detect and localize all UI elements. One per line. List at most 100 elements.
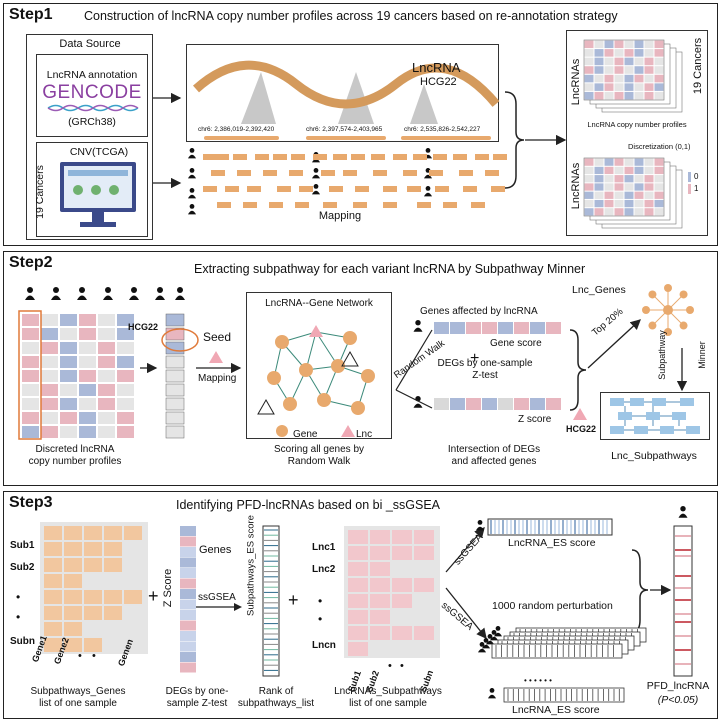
plus-step3-a: + xyxy=(148,586,159,606)
heatmap-cell xyxy=(634,208,644,216)
heatmap-cell xyxy=(614,208,624,216)
sub-row-n: Subn xyxy=(10,636,35,647)
person-icon xyxy=(188,194,196,199)
caption-degs-step3: DEGs by one- sample Z-test xyxy=(165,686,229,709)
discretization-label: Discretization (0,1) xyxy=(628,142,691,151)
score-cell xyxy=(466,398,481,410)
heatmap-cell xyxy=(654,208,664,216)
person-icon xyxy=(175,295,185,300)
lnc-row-n: Lncn xyxy=(312,640,336,651)
read-block xyxy=(333,154,347,160)
heatmap-cell xyxy=(624,175,634,183)
heatmap-cell xyxy=(634,40,644,49)
sub-row-4: • xyxy=(16,610,21,624)
heatmap-cell xyxy=(614,158,624,166)
heatmap-cell xyxy=(624,66,634,74)
matrix-cell xyxy=(79,342,96,354)
heatmap-cell xyxy=(584,74,594,83)
heatmap-cell xyxy=(634,199,644,208)
lnc-row-4: • xyxy=(318,612,323,626)
matrix-cell xyxy=(79,426,96,438)
read-block xyxy=(443,202,457,208)
matrix-cell xyxy=(44,558,62,572)
read-block xyxy=(217,202,231,208)
heatmap-cell xyxy=(584,91,594,100)
matrix-cell xyxy=(41,356,58,368)
gene-node xyxy=(283,397,297,411)
person-icon xyxy=(188,154,196,159)
read-block xyxy=(475,154,489,160)
read-block xyxy=(277,186,291,192)
read-block xyxy=(273,154,287,160)
read-block xyxy=(215,154,229,160)
matrix-cell xyxy=(117,426,134,438)
heatmap-cell xyxy=(584,199,594,208)
heatmap-cell xyxy=(584,158,594,166)
heatmap-cell xyxy=(614,199,624,208)
person-icon xyxy=(312,190,320,195)
matrix-cell xyxy=(98,342,115,354)
perturbation-label: 1000 random perturbation xyxy=(492,600,613,612)
heatmap-cell xyxy=(604,66,614,74)
legend-lnc-triangle xyxy=(341,425,355,437)
heatmap-cell xyxy=(654,191,664,199)
matrix-cell xyxy=(104,526,122,540)
genes-step3: Genes xyxy=(199,544,232,556)
monitor-icon xyxy=(60,162,136,227)
heatmap-cell xyxy=(604,49,614,57)
heatmap-cell xyxy=(644,158,654,166)
matrix-cell xyxy=(104,542,122,556)
person-icon xyxy=(177,287,183,293)
heatmap-cell xyxy=(584,175,594,183)
matrix-cell xyxy=(414,626,434,640)
plus-step2: + xyxy=(470,350,480,367)
person-icon xyxy=(189,204,195,209)
read-block xyxy=(203,154,217,160)
zscore-cell xyxy=(180,568,196,578)
read-block xyxy=(343,170,357,176)
lncrnas-top-label: LncRNAs xyxy=(570,58,582,106)
gene-node xyxy=(343,331,357,345)
gene-node xyxy=(299,363,313,377)
matrix-cell xyxy=(79,398,96,410)
matrix-cell xyxy=(392,530,412,544)
network-title: LncRNA--Gene Network xyxy=(265,298,373,309)
lnc-triangle-icon xyxy=(573,408,587,420)
read-block xyxy=(243,202,257,208)
gencode-logo: GENCODE xyxy=(42,82,142,103)
heatmap-cell xyxy=(614,66,624,74)
matrix-cell xyxy=(79,328,96,340)
matrix-cell xyxy=(117,412,134,424)
heatmap-cell xyxy=(654,183,664,191)
matrix-cell xyxy=(60,412,77,424)
pfd-column xyxy=(673,506,693,677)
perturb-bar xyxy=(491,643,623,659)
heatmap-cell xyxy=(654,166,664,175)
step2-label: Step2 xyxy=(9,254,53,271)
data-source-label: Data Source xyxy=(59,38,121,50)
hcg22-label: HCG22 xyxy=(128,322,159,332)
heatmap-cell xyxy=(594,158,604,166)
read-block xyxy=(463,186,477,192)
person-icon xyxy=(188,174,196,179)
person-icon xyxy=(476,526,484,531)
read-block xyxy=(211,170,225,176)
caption-intersection: Intersection of DEGs and affected genes xyxy=(447,444,541,467)
heatmap-cell xyxy=(644,83,654,91)
heatmap-cell xyxy=(644,208,654,216)
read-block xyxy=(323,202,337,208)
matrix-cell xyxy=(370,610,390,624)
matrix-cell xyxy=(41,370,58,382)
heatmap-cell xyxy=(584,40,594,49)
plus-step3-b: + xyxy=(288,590,299,610)
step1-title: Construction of lncRNA copy number profi… xyxy=(84,9,618,23)
lnc-outline-node xyxy=(257,398,275,415)
heatmap-cell xyxy=(654,83,664,91)
heatmap-cell xyxy=(644,49,654,57)
matrix-cell xyxy=(64,574,82,588)
z-score-column xyxy=(180,526,196,673)
column-cell xyxy=(165,425,185,439)
sub-col-3: • xyxy=(388,660,392,672)
matrix-cell xyxy=(79,356,96,368)
person-icon xyxy=(313,168,319,173)
